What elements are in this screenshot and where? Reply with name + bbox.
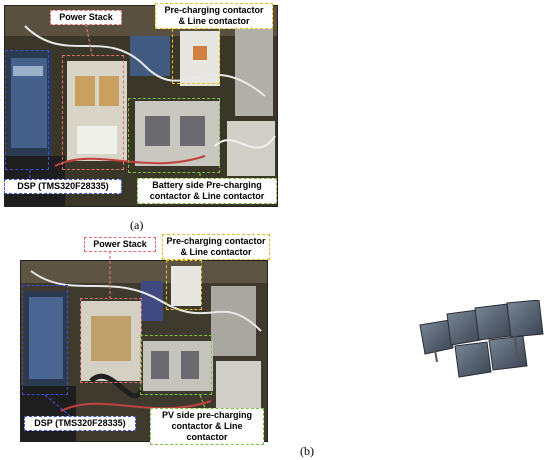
- label-battery-a: Battery side Pre-charging contactor & Li…: [137, 178, 277, 204]
- region-battery-a: [128, 98, 220, 173]
- caption-a: (a): [130, 218, 144, 232]
- region-power-stack-a: [62, 55, 124, 170]
- solar-panels-photo: [415, 299, 545, 380]
- label-precharge-b: Pre-charging contactor & Line contactor: [162, 234, 270, 260]
- solar-panel-array-graphic: [419, 299, 544, 378]
- label-precharge-a: Pre-charging contactor & Line contactor: [155, 3, 273, 29]
- label-pv-b: PV side pre-charging contactor & Line co…: [150, 408, 264, 445]
- label-dsp-a: DSP (TMS320F28335): [4, 179, 122, 194]
- region-precharge-b: [166, 260, 202, 310]
- region-dsp-b: [22, 285, 68, 395]
- region-precharge-a: [172, 24, 220, 84]
- region-dsp-a: [5, 50, 49, 170]
- label-dsp-b: DSP (TMS320F28335): [24, 416, 136, 431]
- label-power-stack-b: Power Stack: [84, 237, 156, 252]
- photo-a: [4, 5, 278, 207]
- caption-b: (b): [300, 444, 314, 458]
- label-power-stack-a: Power Stack: [50, 10, 122, 25]
- region-power-stack-b: [80, 298, 142, 383]
- region-pv-b: [140, 335, 212, 395]
